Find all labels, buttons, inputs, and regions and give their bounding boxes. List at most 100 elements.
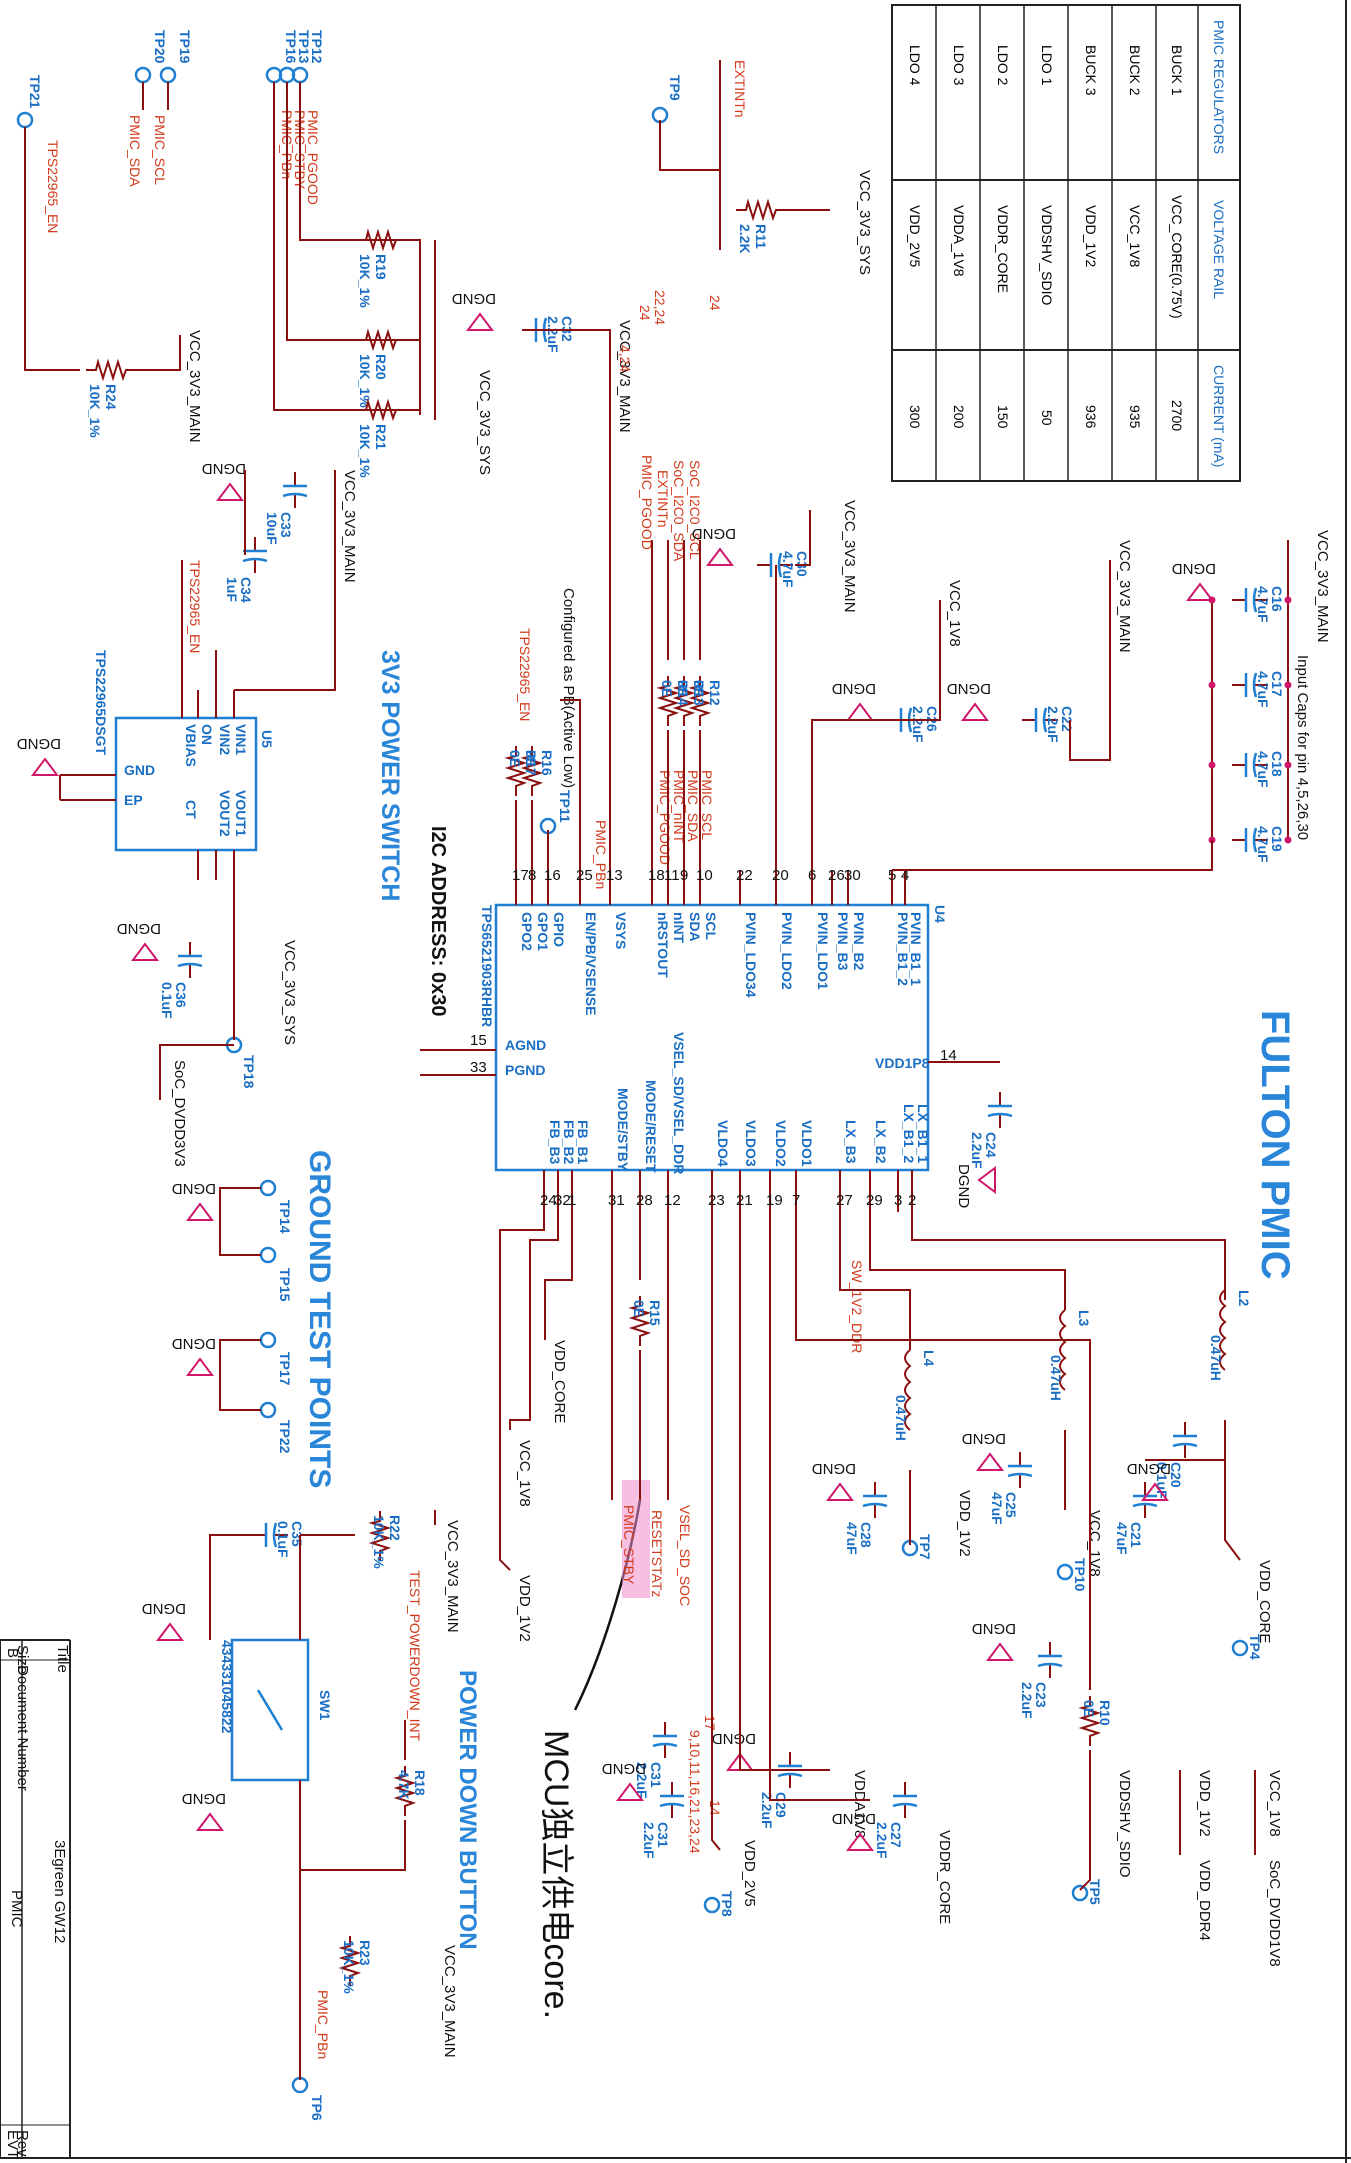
u4-right-pins: 2LX_B1_13LX_B1_229LX_B227LX_B37VLDO119VL… — [540, 1032, 931, 1212]
net-label-sw-1v2-ddr: SW_1V2_DDR — [849, 1260, 865, 1353]
wire — [659, 120, 720, 171]
resistor-value: 2.2K — [737, 224, 753, 254]
u4-pin-number: 8 — [528, 867, 536, 884]
dgnd-label: DGND — [832, 1810, 876, 1827]
wire — [869, 1212, 1066, 1310]
table-header-rail: VOLTAGE RAIL — [1211, 200, 1227, 299]
u4-pin-pgnd: PGND — [505, 1062, 545, 1078]
dgnd-label: DGND — [1127, 1460, 1171, 1477]
wire — [509, 1212, 559, 1430]
capacitor-value: 4.7uF — [1255, 586, 1271, 623]
u4-pin-name: nINT — [671, 912, 687, 944]
inductor-ref: L2 — [1236, 1290, 1252, 1307]
test-point-label: TP10 — [1072, 1558, 1088, 1592]
sw1-ref: SW1 — [317, 1690, 333, 1721]
test-point-label: TP11 — [557, 790, 573, 823]
test-point-label: TP19 — [177, 30, 193, 64]
rev-label: Rev — [14, 2130, 31, 2157]
ground-symbol: DGND — [712, 1730, 756, 1771]
net-label-vcc-1v8: VCC_1V8 — [946, 580, 963, 647]
capacitor-ref: C30 — [794, 551, 810, 577]
dgnd-label: DGND — [962, 1430, 1006, 1447]
wire — [299, 1780, 406, 1871]
u4-pin-number: 23 — [708, 1192, 725, 1209]
ground-symbol: DGND — [1172, 560, 1216, 601]
title-value: 3Egreen GW12 — [51, 1840, 68, 1943]
size-label: Size — [14, 1645, 31, 1674]
capacitor-value: 2.2uF — [641, 1822, 657, 1859]
test-point: TP15 — [259, 1246, 293, 1302]
net-label-vcc-3v3-main: VCC_3V3_MAIN — [841, 500, 858, 613]
dgnd-label: DGND — [202, 460, 246, 477]
ground-symbol: DGND — [947, 680, 991, 721]
resistor-value: 0E — [631, 1300, 647, 1317]
resistor-ref: R21 — [373, 424, 389, 450]
ground-symbol: DGND — [962, 1430, 1006, 1471]
u5-pin-vout2: VOUT2 — [217, 790, 233, 837]
u4-pin-num-14: 14 — [940, 1047, 957, 1064]
sw1-button: SW1 434331045822 — [219, 1638, 333, 1782]
resistor-value: 0E — [659, 680, 675, 697]
test-point: TP8 — [703, 1891, 735, 1917]
net-label-vdd-1v2: VDD_1V2 — [956, 1490, 973, 1557]
u4-pin-name: SCL — [703, 912, 719, 940]
dgnd-label: DGND — [182, 1790, 226, 1807]
net-label-vcc-3v3-sys: VCC_3V3_SYS — [281, 940, 298, 1045]
net-label-pmic-scl: PMIC_SCL — [699, 770, 715, 840]
capacitor-ref: C34 — [238, 577, 254, 603]
net-label-vcc-3v3-main: VCC_3V3_MAIN — [616, 320, 633, 433]
u4-pin-number: 21 — [736, 1192, 753, 1209]
junction-dot — [1208, 596, 1216, 604]
u5-pin-vin1: VIN1 — [233, 724, 249, 755]
net-label-vdd-2v5: VDD_2V5 — [741, 1840, 758, 1907]
wire — [795, 1212, 1091, 1690]
u4-part: TPS6521903RHBR — [479, 905, 495, 1027]
resistor-value: 0E — [691, 680, 707, 697]
capacitor-value: 10uF — [264, 512, 280, 545]
net-label-pmic-pben: PMIC_PBn — [593, 820, 609, 889]
u4-pin-number: 30 — [844, 867, 861, 884]
u4-pin-name: FB_B2 — [561, 1120, 577, 1165]
u4-pin-name: LX_B2 — [873, 1120, 889, 1164]
u4-pin-name: VLDO3 — [743, 1120, 759, 1167]
u4-pin-num-33: 33 — [470, 1059, 487, 1076]
net-label-soc-i2c0-sda: SoC_I2C0_SDA — [671, 460, 687, 562]
ground-symbol: DGND — [182, 1790, 226, 1831]
dgnd-label: DGND — [692, 525, 736, 542]
resistor-ref: R19 — [373, 254, 389, 280]
u4-pin-number: 20 — [772, 867, 789, 884]
table-cell: VCC_1V8 — [1127, 205, 1143, 267]
wire — [525, 329, 611, 870]
net-label-vcc-3v3-main: VCC_3V3_MAIN — [1116, 540, 1133, 653]
resistor-value: 10K_1% — [357, 424, 373, 478]
junction-dot — [1284, 761, 1292, 769]
capacitor-value: 4.7uF — [780, 551, 796, 588]
wire — [811, 719, 940, 760]
test-point-label: TP13 — [296, 30, 312, 64]
page-ref: 14 — [707, 1800, 723, 1816]
resistor-ref: R18 — [412, 1770, 428, 1796]
ground-symbol: DGND — [955, 1164, 996, 1208]
u4-pin-name: PVIN_B2 — [851, 912, 867, 971]
test-points: TP4TP10TP7TP5TP8TP9TP11TP12TP13TP16TP19T… — [16, 30, 1263, 2121]
u4-pin-name: FB_B1 — [575, 1120, 591, 1165]
test-point: TP17 — [259, 1331, 293, 1386]
test-point-label: TP17 — [277, 1352, 293, 1386]
sw1-part: 434331045822 — [219, 1640, 235, 1734]
test-point: TP22 — [259, 1401, 293, 1454]
wire — [544, 1212, 573, 1340]
dgnd-label: DGND — [452, 290, 496, 307]
capacitor-value: 47uF — [989, 1492, 1005, 1525]
test-point-label: TP7 — [917, 1534, 933, 1560]
u4-pin-number: 12 — [664, 1192, 681, 1209]
table-cell: 300 — [907, 405, 923, 429]
resistor-ref: R23 — [357, 1940, 373, 1966]
